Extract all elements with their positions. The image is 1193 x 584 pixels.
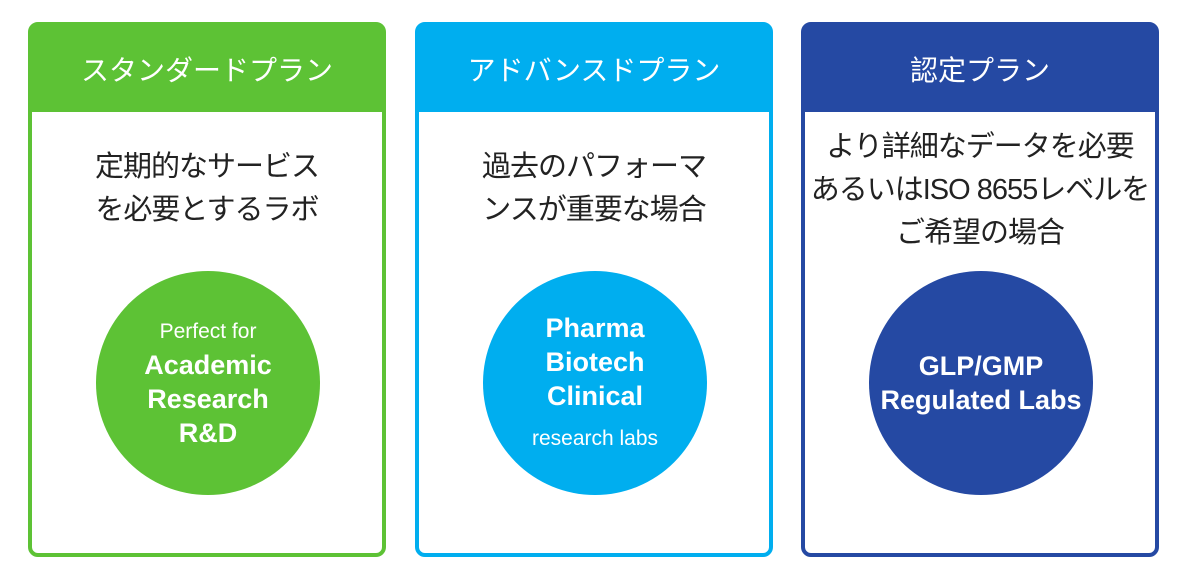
description-line: より詳細なデータを必要: [826, 131, 1134, 163]
description-line: ンスが重要な場合: [482, 194, 706, 226]
plan-title: スタンダードプラン: [31, 25, 383, 112]
badge-label: Biotech: [545, 347, 645, 377]
plan-description: より詳細なデータを必要あるいはISO 8655レベルをご希望の場合: [805, 126, 1155, 255]
badge-label: Regulated Labs: [880, 385, 1082, 415]
target-audience-badge: GLP/GMP Regulated Labs: [869, 271, 1093, 495]
badge-label: Research: [147, 384, 269, 414]
plan-title: 認定プラン: [804, 25, 1156, 112]
plan-description: 定期的なサービスを必要とするラボ: [32, 146, 382, 232]
badge-label: GLP/GMP: [918, 351, 1044, 381]
badge-label: Pharma: [545, 313, 645, 343]
plan-description: 過去のパフォーマンスが重要な場合: [419, 146, 769, 232]
badge-intro: Perfect for: [159, 320, 257, 343]
description-line: を必要とするラボ: [95, 194, 319, 226]
description-line: 定期的なサービス: [94, 151, 320, 183]
badge-note: research labs: [531, 427, 659, 450]
plan-card: 認定プランより詳細なデータを必要あるいはISO 8655レベルをご希望の場合 GL…: [801, 22, 1159, 557]
badge-label: R&D: [178, 418, 238, 448]
description-line: 過去のパフォーマ: [481, 151, 707, 183]
description-line: あるいはISO 8655レベルを: [810, 174, 1151, 206]
badge-label: Academic: [144, 350, 272, 380]
plan-title: アドバンスドプラン: [418, 25, 770, 112]
badge-label: Clinical: [546, 381, 644, 411]
description-line: ご希望の場合: [895, 217, 1065, 249]
